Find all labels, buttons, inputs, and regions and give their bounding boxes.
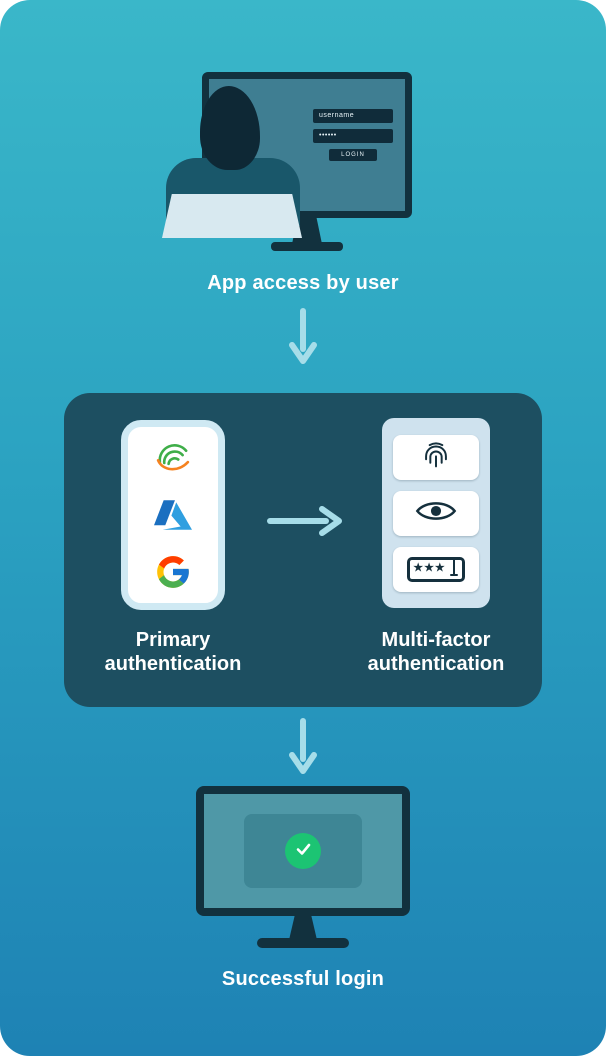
mfa-card: ★★★	[382, 418, 490, 608]
success-illustration	[196, 786, 410, 958]
monitor-stand	[289, 916, 317, 940]
authentication-panel: ★★★ Primary authentication Multi-factor …	[64, 393, 542, 707]
arrow-down-icon	[288, 308, 318, 371]
success-badge	[285, 833, 321, 869]
step-label-access: App access by user	[207, 272, 399, 294]
mfa-method-password: ★★★	[393, 546, 479, 592]
password-field-icon: ★★★	[407, 556, 465, 582]
user-head	[200, 86, 260, 170]
password-stars: ★★★	[413, 562, 446, 574]
google-icon	[154, 553, 192, 596]
mfa-method-fingerprint	[393, 434, 479, 480]
text-cursor-icon	[449, 556, 459, 582]
azure-icon	[154, 496, 192, 539]
login-form: username •••••• LOGIN	[313, 109, 393, 161]
login-button: LOGIN	[329, 149, 377, 161]
monitor-base	[257, 938, 349, 948]
mfa-method-eye	[393, 490, 479, 536]
primary-auth-card	[121, 420, 225, 610]
password-field: ••••••	[313, 129, 393, 143]
primary-auth-label: Primary authentication	[104, 629, 242, 675]
arrow-right-icon	[264, 505, 346, 542]
step-label-success: Successful login	[221, 968, 385, 990]
eye-icon	[414, 497, 458, 530]
fingerprint-icon	[419, 438, 453, 477]
fingerprint-brand-icon	[152, 435, 194, 482]
checkmark-icon	[294, 840, 312, 863]
mfa-label: Multi-factor authentication	[367, 629, 505, 675]
monitor-base	[271, 242, 343, 251]
username-field: username	[313, 109, 393, 123]
arrow-down-icon	[288, 718, 318, 781]
laptop	[162, 194, 302, 238]
user-login-illustration: username •••••• LOGIN	[162, 72, 414, 258]
